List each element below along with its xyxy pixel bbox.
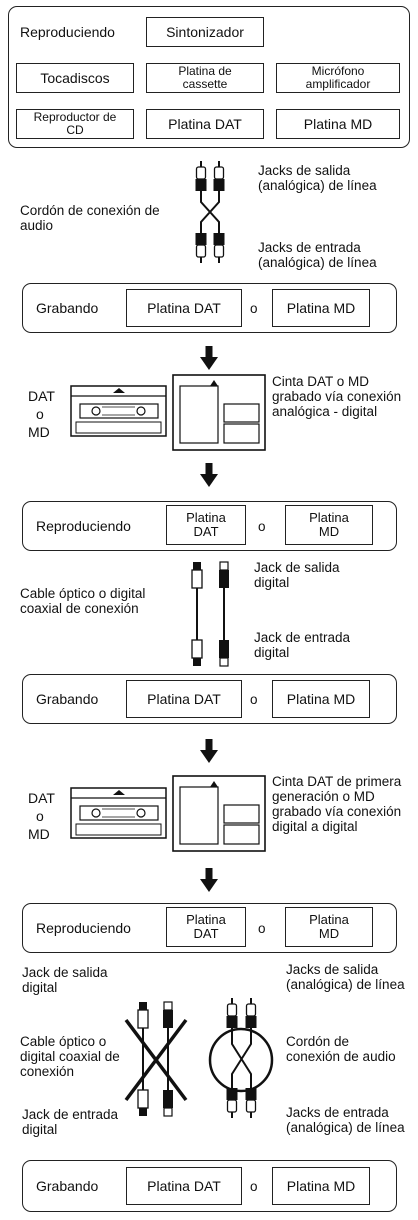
dat-cassette-icon bbox=[70, 385, 167, 437]
rec-dat-box: Platina DAT bbox=[126, 289, 242, 327]
down-arrow-icon bbox=[200, 868, 218, 892]
analog-out-label: Jacks de salida (analógica) de línea bbox=[258, 163, 377, 194]
digital-cable-crossed-icon bbox=[124, 1001, 188, 1117]
cd-player-box: Reproductor de CD bbox=[16, 109, 134, 139]
or-label: o bbox=[250, 300, 258, 316]
down-arrow-icon bbox=[200, 739, 218, 763]
or-label: o bbox=[258, 920, 266, 936]
media-md-label: MD bbox=[28, 424, 50, 440]
final-analog-in-label: Jacks de entrada (analógica) de línea bbox=[286, 1105, 405, 1136]
rec-md-box: Platina MD bbox=[272, 680, 370, 718]
rec-dat-box: Platina DAT bbox=[126, 1167, 242, 1205]
analog-cord-circled-icon bbox=[208, 997, 274, 1119]
minidisc-icon bbox=[172, 775, 266, 852]
recording-label: Grabando bbox=[36, 1178, 99, 1194]
media-dat-label: DAT bbox=[28, 388, 55, 404]
playing-label: Reproduciendo bbox=[36, 920, 131, 936]
media-or-label: o bbox=[36, 406, 44, 422]
recording-label: Grabando bbox=[36, 300, 99, 316]
or-label: o bbox=[258, 518, 266, 534]
rec-dat-box: Platina DAT bbox=[126, 680, 242, 718]
digital-out-label: Jack de salida digital bbox=[254, 560, 340, 591]
play-md-box: Platina MD bbox=[285, 907, 373, 947]
playing-label: Reproduciendo bbox=[36, 518, 131, 534]
playing-label: Reproduciendo bbox=[20, 24, 115, 40]
digital-in-label: Jack de entrada digital bbox=[254, 630, 351, 661]
media-caption: Cinta DAT o MD grabado vía conexión anal… bbox=[272, 374, 402, 420]
final-digital-in-label: Jack de entrada digital bbox=[22, 1107, 119, 1138]
final-digital-out-label: Jack de salida digital bbox=[22, 965, 108, 996]
recording-label: Grabando bbox=[36, 691, 99, 707]
or-label: o bbox=[250, 1178, 258, 1194]
rec-md-box: Platina MD bbox=[272, 1167, 370, 1205]
minidisc-icon bbox=[172, 374, 266, 451]
down-arrow-icon bbox=[200, 463, 218, 487]
media-or-label: o bbox=[36, 808, 44, 824]
dat-cassette-icon bbox=[70, 787, 167, 839]
tuner-box: Sintonizador bbox=[146, 17, 264, 47]
media-dat-label: DAT bbox=[28, 790, 55, 806]
mic-amp-box: Micrófono amplificador bbox=[276, 63, 400, 93]
final-audio-cord-label: Cordón de conexión de audio bbox=[286, 1034, 396, 1065]
or-label: o bbox=[250, 691, 258, 707]
analog-in-label: Jacks de entrada (analógica) de línea bbox=[258, 240, 377, 271]
turntable-box: Tocadiscos bbox=[16, 63, 134, 93]
md-deck-box: Platina MD bbox=[276, 109, 400, 139]
media-md-label: MD bbox=[28, 826, 50, 842]
analog-cord-icon bbox=[194, 160, 226, 264]
cassette-deck-box: Platina de cassette bbox=[146, 63, 264, 93]
dat-deck-box: Platina DAT bbox=[146, 109, 264, 139]
rec-md-box: Platina MD bbox=[272, 289, 370, 327]
digital-cable-icon bbox=[191, 561, 229, 667]
play-dat-box: Platina DAT bbox=[166, 907, 246, 947]
media-caption: Cinta DAT de primera generación o MD gra… bbox=[272, 774, 402, 835]
play-dat-box: Platina DAT bbox=[166, 505, 246, 545]
play-md-box: Platina MD bbox=[285, 505, 373, 545]
down-arrow-icon bbox=[200, 346, 218, 370]
audio-cord-label: Cordón de conexión de audio bbox=[20, 203, 160, 234]
final-digital-cable-label: Cable óptico o digital coaxial de conexi… bbox=[20, 1034, 120, 1080]
digital-cable-label: Cable óptico o digital coaxial de conexi… bbox=[20, 586, 146, 617]
final-analog-out-label: Jacks de salida (analógica) de línea bbox=[286, 962, 405, 993]
